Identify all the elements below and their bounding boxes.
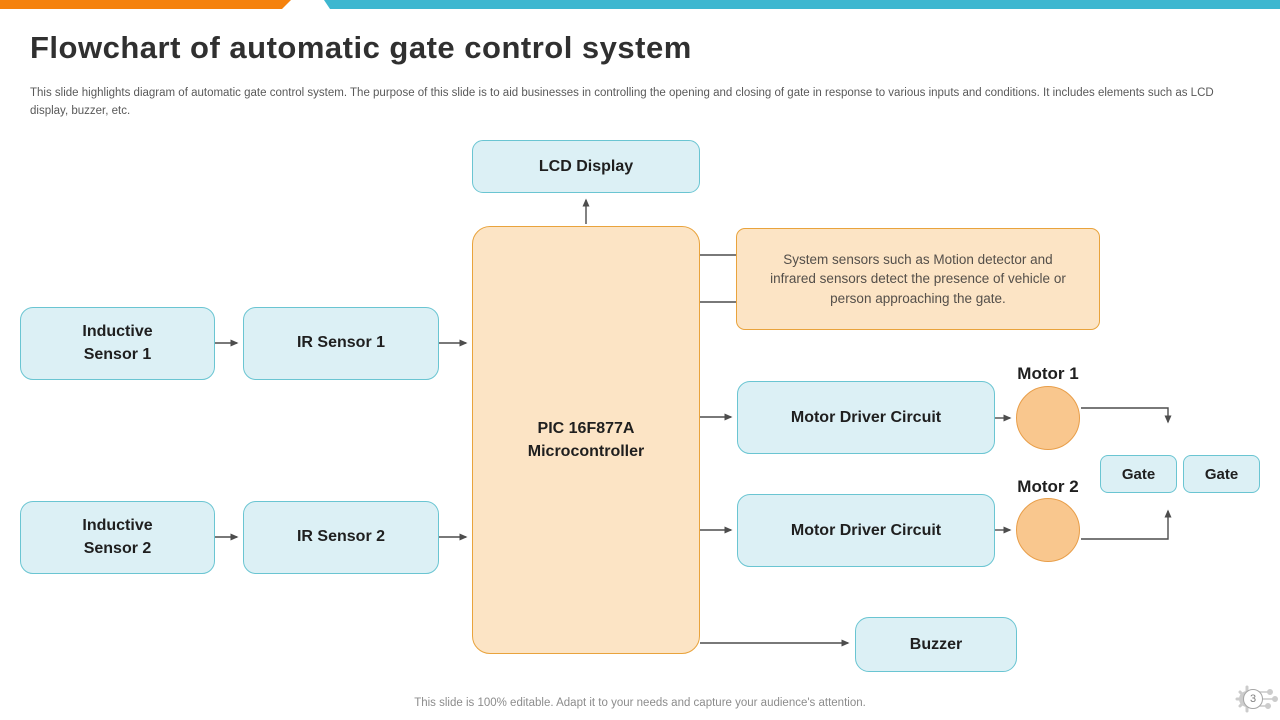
ir-sensor-1-label: IR Sensor 1 [296, 334, 386, 352]
lcd-display-label: LCD Display [538, 157, 634, 175]
node-sensor-note: System sensors such as Motion detector a… [736, 228, 1100, 330]
node-buzzer: Buzzer [855, 617, 1017, 672]
ir-sensor-2-label: IR Sensor 2 [296, 528, 386, 546]
connector-motor-2-to-gate [1081, 509, 1172, 540]
gate-left-label: Gate [1121, 465, 1156, 483]
microcontroller-label: PIC 16F877A Microcontroller [527, 419, 645, 460]
slide-description: This slide highlights diagram of automat… [30, 87, 1214, 117]
sensor-note-text: System sensors such as Motion detector a… [770, 252, 1066, 306]
node-gate-left: Gate [1100, 455, 1177, 493]
top-accent-bar-teal [324, 0, 1280, 9]
motor-2-circle [1016, 498, 1080, 562]
node-inductive-sensor-2: Inductive Sensor 2 [20, 501, 215, 574]
node-gate-right: Gate [1183, 455, 1260, 493]
node-lcd-display: LCD Display [472, 140, 700, 193]
motor-driver-circuit-1-label: Motor Driver Circuit [790, 408, 942, 426]
page-title: Flowchart of automatic gate control syst… [30, 30, 692, 65]
inductive-sensor-2-label: Inductive Sensor 2 [82, 517, 153, 557]
top-accent-bar-orange [0, 0, 291, 9]
motor-driver-circuit-2-label: Motor Driver Circuit [790, 521, 942, 539]
connector-motor-1-to-gate [1081, 407, 1172, 424]
node-microcontroller: PIC 16F877A Microcontroller [472, 226, 700, 654]
node-ir-sensor-1: IR Sensor 1 [243, 307, 439, 380]
page-number-badge: 3 [1243, 689, 1263, 709]
footer-editable-note: This slide is 100% editable. Adapt it to… [414, 697, 866, 709]
motor-2-label: Motor 2 [1017, 477, 1079, 496]
node-ir-sensor-2: IR Sensor 2 [243, 501, 439, 574]
node-motor-driver-circuit-1: Motor Driver Circuit [737, 381, 995, 454]
motor-1-label: Motor 1 [1017, 364, 1079, 383]
node-motor-driver-circuit-2: Motor Driver Circuit [737, 494, 995, 567]
buzzer-label: Buzzer [909, 635, 963, 653]
motor-1-circle [1016, 386, 1080, 450]
gate-right-label: Gate [1204, 465, 1239, 483]
inductive-sensor-1-label: Inductive Sensor 1 [82, 323, 153, 363]
node-inductive-sensor-1: Inductive Sensor 1 [20, 307, 215, 380]
